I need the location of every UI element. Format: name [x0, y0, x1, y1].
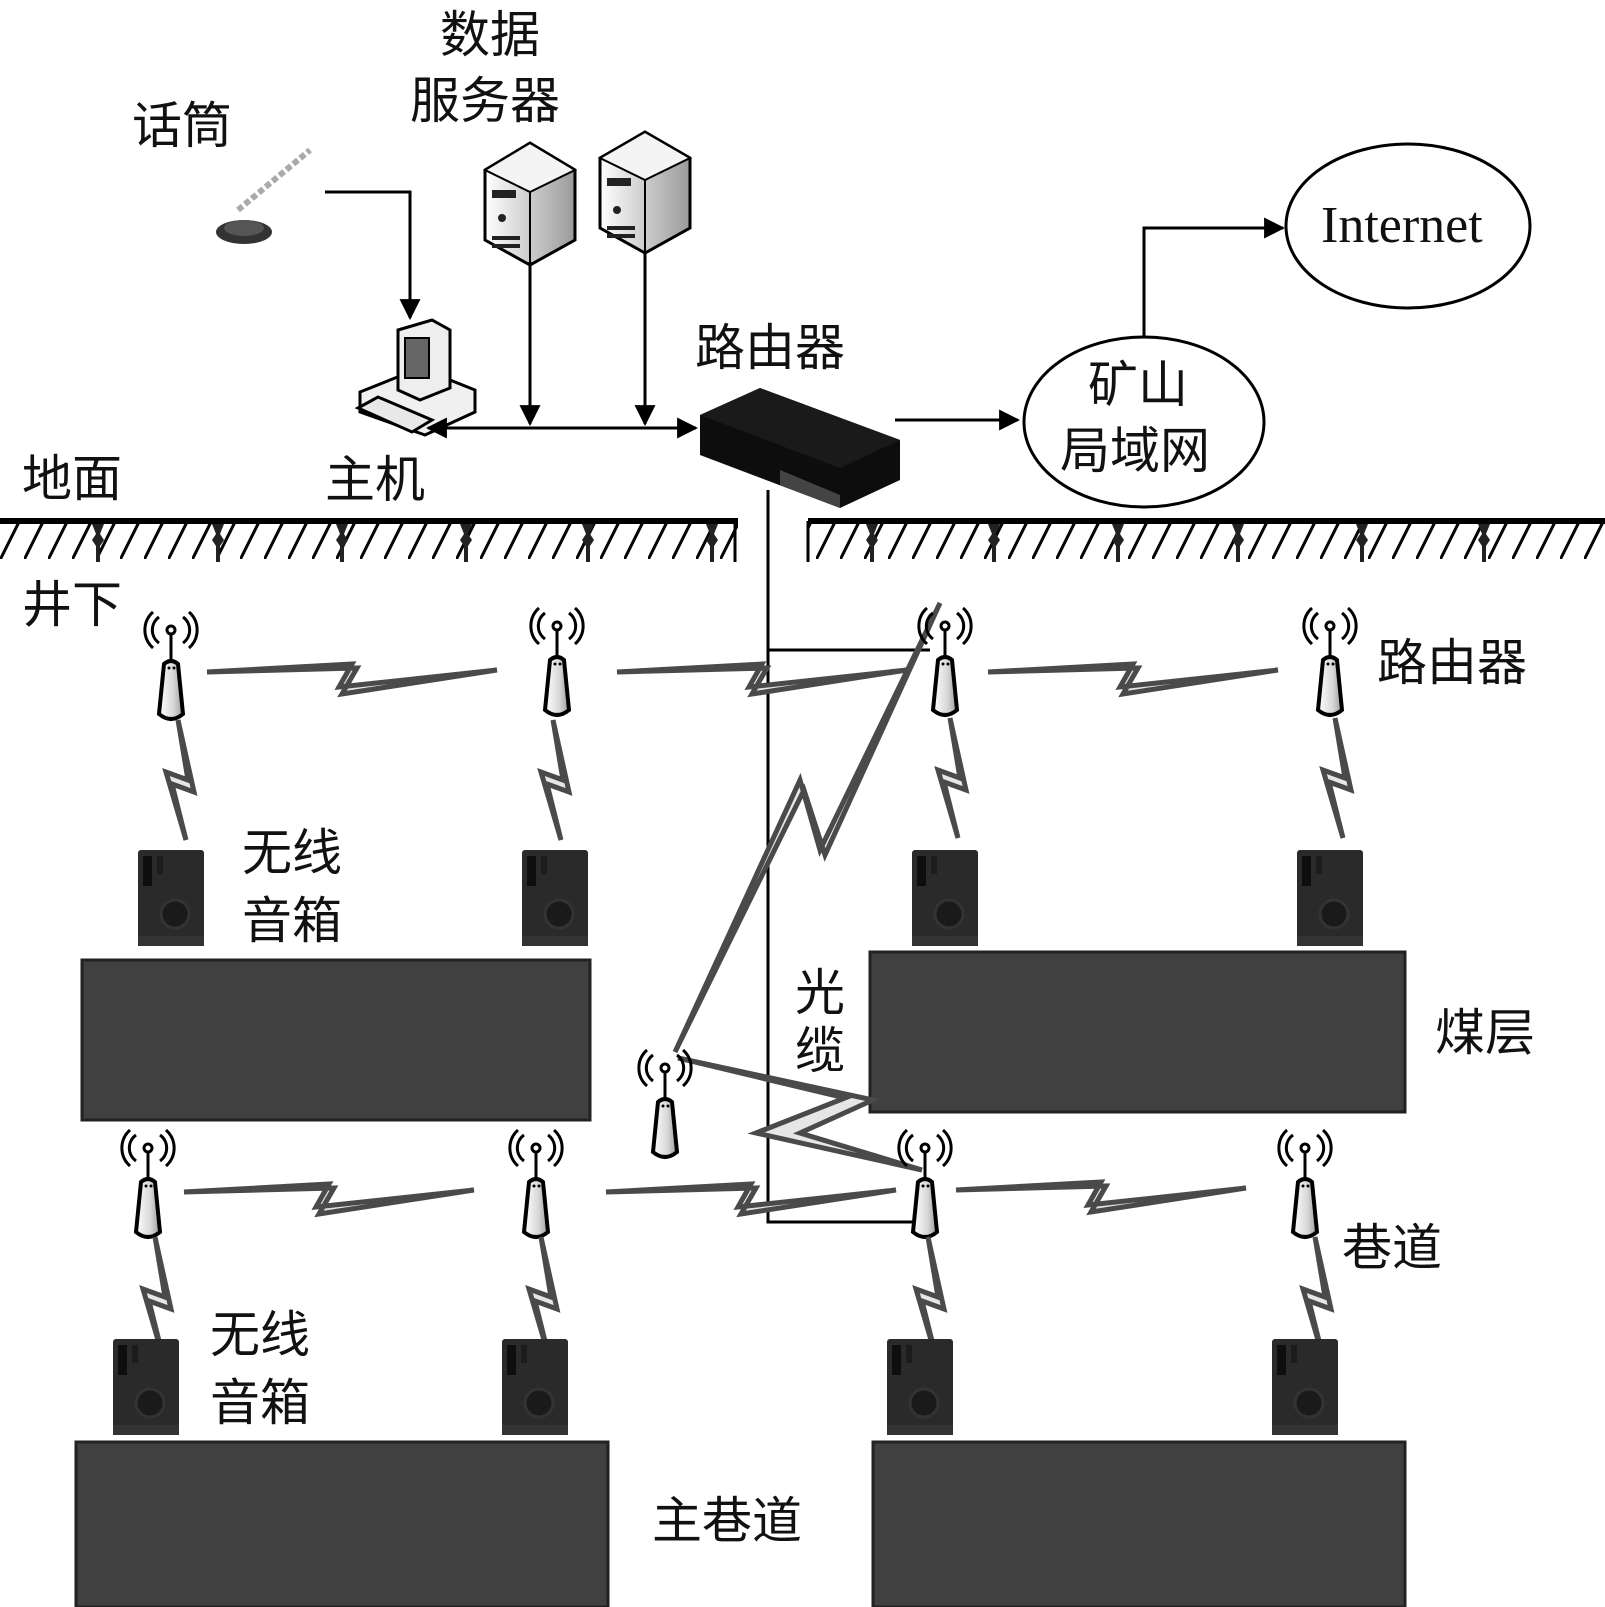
underground-router-lower-2: [507, 1128, 565, 1239]
lan-to-internet-link: [1142, 217, 1286, 337]
host-label: 主机: [325, 451, 425, 509]
wireless-speaker-upper-label-line1: 无线: [242, 824, 342, 882]
underground-router-lower-4: [1276, 1128, 1334, 1239]
wireless-speaker-upper-label-line2: 音箱: [242, 892, 342, 950]
microphone-icon: [216, 147, 312, 244]
optical-cable-trunk: [766, 490, 915, 1224]
surface-router-icon: [700, 388, 900, 508]
main-roadway-label: 主巷道: [652, 1492, 802, 1550]
coal-seam-block-left: [80, 958, 592, 1122]
wireless-speaker-lower-4: [1270, 1337, 1340, 1437]
wireless-link-ap-speaker-upper-1: [166, 720, 194, 840]
data-server-label-line2: 服务器: [410, 72, 560, 130]
desktop-computer-icon: [354, 318, 477, 437]
wireless-link-lower-1: [184, 1184, 474, 1214]
main-roadway-block-left: [74, 1440, 610, 1607]
wireless-speaker-upper-2: [520, 848, 590, 948]
wireless-link-upper-2: [617, 664, 907, 694]
wireless-speaker-lower-2: [500, 1337, 570, 1437]
wireless-speaker-lower-1: [111, 1337, 181, 1437]
data-server-1-icon: [482, 141, 578, 267]
mic-to-host-link: [325, 190, 421, 321]
wireless-link-lower-3: [956, 1182, 1246, 1212]
wireless-speaker-lower-label-line2: 音箱: [210, 1374, 310, 1432]
wireless-link-lower-2: [606, 1184, 896, 1214]
internet-label: Internet: [1321, 197, 1483, 254]
mine-lan-label-line1: 矿山: [1088, 356, 1188, 414]
wireless-link-ap-speaker-upper-4: [1323, 718, 1351, 838]
surface-router-label: 路由器: [695, 319, 845, 377]
ground-surface-label: 地面: [22, 450, 122, 508]
wireless-speaker-upper-1: [136, 848, 206, 948]
main-roadway-block-right: [871, 1440, 1407, 1607]
ground-surface-divider: [0, 518, 1605, 562]
coal-seam-label: 煤层: [1435, 1004, 1535, 1062]
data-server-2-icon: [597, 130, 693, 255]
roadway-label: 巷道: [1342, 1219, 1442, 1277]
wireless-speaker-upper-4: [1295, 848, 1365, 948]
wireless-link-upper-3: [988, 664, 1278, 694]
wireless-link-relay-lower: [677, 1055, 923, 1173]
wireless-speaker-lower-3: [885, 1337, 955, 1437]
wireless-speaker-lower-label-line1: 无线: [210, 1306, 310, 1364]
optical-cable-label-line1: 光: [795, 964, 845, 1022]
wireless-speaker-upper-3: [910, 848, 980, 948]
data-server-label-line1: 数据: [440, 6, 540, 64]
optical-cable-label-line2: 缆: [795, 1022, 845, 1080]
microphone-label: 话筒: [132, 97, 232, 155]
underground-label: 井下: [22, 576, 122, 634]
relay-router: [636, 1048, 694, 1159]
wireless-link-ap-speaker-upper-3: [938, 718, 966, 838]
internet-node: [1284, 142, 1532, 310]
underground-router-label: 路由器: [1377, 634, 1527, 692]
underground-router-upper-3: [916, 606, 974, 717]
wireless-link-upper-1: [207, 664, 497, 694]
underground-router-upper-4: [1301, 606, 1359, 717]
underground-router-upper-1: [142, 610, 200, 721]
wireless-link-ap-speaker-upper-2: [541, 720, 569, 840]
coal-seam-block-right: [868, 950, 1407, 1114]
underground-router-upper-2: [528, 606, 586, 717]
underground-router-lower-1: [119, 1128, 177, 1239]
mine-lan-label-line2: 局域网: [1060, 422, 1210, 480]
wireless-link-relay-upper: [672, 601, 943, 1054]
